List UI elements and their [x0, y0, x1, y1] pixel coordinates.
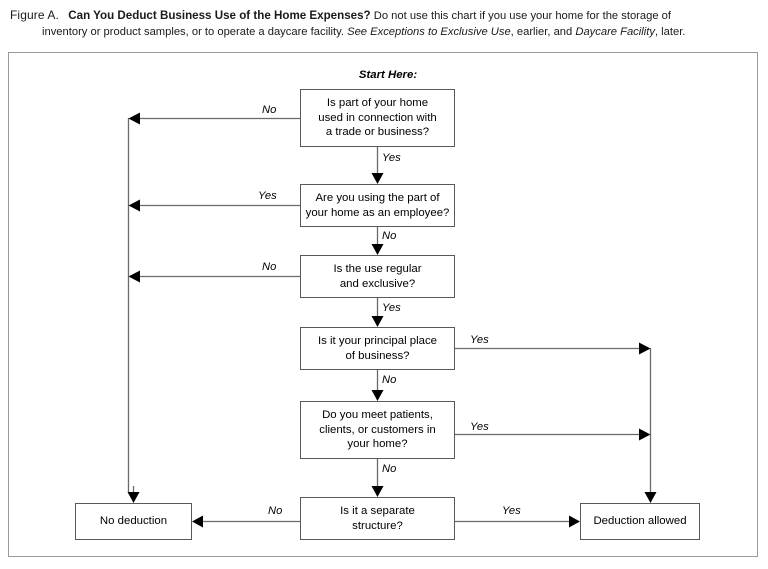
box-q4-line-2: of business?: [345, 349, 410, 362]
box-q2-line-2: your home as an employee?: [305, 206, 450, 219]
caption-line-2: inventory or product samples, or to oper…: [42, 25, 685, 39]
outcome-deduction-allowed-label: Deduction allowed: [593, 515, 687, 528]
edge-label-q1-yes: Yes: [382, 152, 401, 164]
box-q6-line-1: Is it a separate: [340, 505, 415, 517]
decision-box-principal-place-of-business[interactable]: Is it your principal place of business?: [300, 327, 455, 370]
figure-caption: Figure A. Can You Deduct Business Use of…: [0, 0, 768, 50]
caption-line-1: Figure A. Can You Deduct Business Use of…: [10, 8, 671, 23]
box-q2-line-1: Are you using the part of: [315, 192, 440, 204]
box-q5-line-3: your home?: [347, 438, 408, 451]
edge-label-q6-no: No: [268, 505, 283, 517]
edge-label-q5-no: No: [382, 463, 397, 475]
decision-box-trade-or-business[interactable]: Is part of your home used in connection …: [300, 89, 455, 147]
figure-title: Can You Deduct Business Use of the Home …: [68, 9, 371, 22]
outcome-box-no-deduction[interactable]: No deduction: [75, 503, 192, 540]
edge-label-q2-no: No: [382, 230, 397, 242]
outcome-box-deduction-allowed[interactable]: Deduction allowed: [580, 503, 700, 540]
caption-reference-2: Daycare Facility: [575, 26, 655, 38]
box-q1-line-1: Is part of your home: [326, 97, 429, 110]
caption-body-part-1: Do not use this chart if you use your ho…: [373, 10, 671, 22]
box-q6-line-2: structure?: [352, 519, 403, 532]
start-here-label: Start Here:: [358, 69, 418, 81]
decision-box-regular-and-exclusive[interactable]: Is the use regular and exclusive?: [300, 255, 455, 298]
caption-connector-2: , later.: [654, 26, 686, 38]
box-q5-line-2: clients, or customers in: [319, 423, 436, 436]
edge-label-q4-yes: Yes: [470, 334, 489, 346]
caption-connector-1: , earlier, and: [510, 26, 573, 38]
edge-label-q3-no: No: [262, 261, 277, 273]
decision-box-meet-patients-clients-customers[interactable]: Do you meet patients, clients, or custom…: [300, 401, 455, 459]
box-q1-line-2: used in connection with: [318, 111, 437, 124]
edge-label-q6-yes: Yes: [502, 505, 521, 517]
decision-box-employee-use[interactable]: Are you using the part of your home as a…: [300, 184, 455, 227]
edge-label-q3-yes: Yes: [382, 302, 401, 314]
edge-label-q5-yes: Yes: [470, 421, 489, 433]
edge-label-q2-yes: Yes: [258, 190, 277, 202]
box-q4-line-1: Is it your principal place: [317, 335, 438, 347]
figure-label: Figure A.: [10, 8, 59, 22]
edge-label-q1-no: No: [262, 104, 277, 116]
outcome-no-deduction-label: No deduction: [99, 515, 168, 528]
box-q3-line-2: and exclusive?: [339, 277, 416, 290]
caption-reference-1: Exceptions to Exclusive Use: [370, 26, 511, 38]
box-q3-line-1: Is the use regular: [333, 263, 422, 275]
decision-box-separate-structure[interactable]: Is it a separate structure?: [300, 497, 455, 540]
caption-body-part-2: inventory or product samples, or to oper…: [42, 26, 345, 38]
caption-see-word: See: [347, 26, 368, 38]
box-q5-line-1: Do you meet patients,: [322, 409, 433, 422]
edge-label-q4-no: No: [382, 374, 397, 386]
box-q1-line-3: a trade or business?: [325, 126, 430, 139]
